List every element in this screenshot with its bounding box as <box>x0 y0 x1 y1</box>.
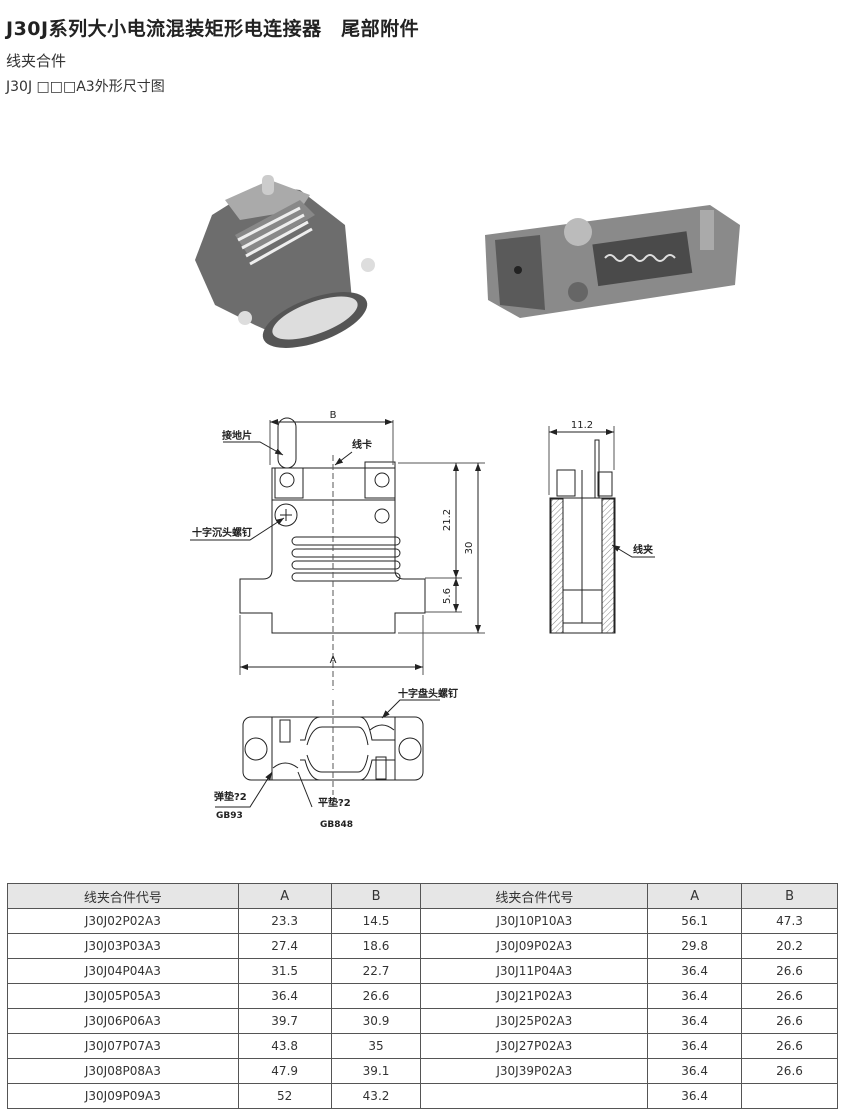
cell-code: J30J02P02A3 <box>7 908 239 934</box>
cell-a: 52 <box>237 1083 332 1109</box>
cell-code: J30J06P06A3 <box>7 1008 239 1034</box>
cell-b: 39.1 <box>330 1058 422 1084</box>
cell-b: 26.6 <box>741 1008 838 1034</box>
cell-code: J30J27P02A3 <box>420 1033 649 1059</box>
cell-b: 26.6 <box>741 1033 838 1059</box>
header-code: 线夹合件代号 <box>420 883 649 909</box>
label-flat-washer: 平垫?2 <box>318 796 351 809</box>
cell-a: 36.4 <box>647 1083 743 1109</box>
cell-b: 18.6 <box>330 933 422 959</box>
cell-b: 26.6 <box>741 983 838 1009</box>
cell-code: J30J25P02A3 <box>420 1008 649 1034</box>
cell-a: 23.3 <box>237 908 332 934</box>
cell-b: 26.6 <box>741 1058 838 1084</box>
cell-b: 35 <box>330 1033 422 1059</box>
cell-a: 36.4 <box>647 1008 743 1034</box>
label-gb93: GB93 <box>216 811 243 821</box>
cell-a: 36.4 <box>647 1058 743 1084</box>
cell-code: J30J04P04A3 <box>7 958 239 984</box>
cell-code: J30J09P02A3 <box>420 933 649 959</box>
dim-11-2: 11.2 <box>571 420 593 431</box>
cell-a: 43.8 <box>237 1033 332 1059</box>
cell-code <box>420 1083 649 1109</box>
cell-code: J30J05P05A3 <box>7 983 239 1009</box>
page-title: J30J系列大小电流混装矩形电连接器 尾部附件 <box>6 18 420 40</box>
dim-21-2: 21.2 <box>442 509 453 531</box>
cell-a: 31.5 <box>237 958 332 984</box>
cell-b: 20.2 <box>741 933 838 959</box>
cell-b: 43.2 <box>330 1083 422 1109</box>
label-gb848: GB848 <box>320 820 353 830</box>
cell-a: 36.4 <box>647 958 743 984</box>
cell-a: 56.1 <box>647 908 743 934</box>
product-photo-side <box>485 205 740 318</box>
cell-code: J30J08P08A3 <box>7 1058 239 1084</box>
cell-a: 36.4 <box>237 983 332 1009</box>
cell-a: 36.4 <box>647 1033 743 1059</box>
cell-a: 39.7 <box>237 1008 332 1034</box>
bottom-view-drawing <box>215 699 440 808</box>
cell-a: 47.9 <box>237 1058 332 1084</box>
side-view-drawing <box>548 426 655 634</box>
label-cable-clip: 线卡 <box>352 438 372 451</box>
cell-b: 22.7 <box>330 958 422 984</box>
cell-code: J30J07P07A3 <box>7 1033 239 1059</box>
dim-30: 30 <box>464 542 475 555</box>
cell-b: 14.5 <box>330 908 422 934</box>
cell-a: 36.4 <box>647 983 743 1009</box>
cell-code: J30J10P10A3 <box>420 908 649 934</box>
cell-b: 26.6 <box>330 983 422 1009</box>
header-code: 线夹合件代号 <box>7 883 239 909</box>
label-clamp: 线夹 <box>633 543 653 556</box>
label-countersunk-screw: 十字沉头螺钉 <box>192 526 252 539</box>
header-b: B <box>330 883 422 909</box>
dim-5-6: 5.6 <box>442 588 453 604</box>
cell-code: J30J11P04A3 <box>420 958 649 984</box>
cell-code: J30J39P02A3 <box>420 1058 649 1084</box>
table-header-row: 线夹合件代号 A B 线夹合件代号 A B <box>7 883 838 909</box>
front-view-drawing <box>190 417 485 690</box>
cell-b: 26.6 <box>741 958 838 984</box>
cell-code: J30J21P02A3 <box>420 983 649 1009</box>
section-subtitle: 线夹合件 <box>6 52 67 70</box>
header-a: A <box>647 883 743 909</box>
cell-code: J30J09P09A3 <box>7 1083 239 1109</box>
cell-b: 30.9 <box>330 1008 422 1034</box>
header-b: B <box>741 883 838 909</box>
label-pan-head-screw: 十字盘头螺钉 <box>398 687 458 700</box>
technical-drawings: B A 21.2 30 5.6 接地片 线卡 十字沉头螺钉 11.2 线夹 十字… <box>190 175 740 830</box>
cell-a: 29.8 <box>647 933 743 959</box>
cell-b: 47.3 <box>741 908 838 934</box>
cell-code: J30J03P03A3 <box>7 933 239 959</box>
drawing-title: J30J □□□A3外形尺寸图 <box>6 79 165 95</box>
product-photo-front <box>195 175 375 348</box>
cell-a: 27.4 <box>237 933 332 959</box>
cell-b <box>741 1083 838 1109</box>
label-spring-washer: 弹垫?2 <box>214 790 247 803</box>
label-ground-tab: 接地片 <box>222 429 252 442</box>
dim-b-label: B <box>330 410 337 421</box>
dim-a-label: A <box>330 655 337 666</box>
header-a: A <box>237 883 332 909</box>
